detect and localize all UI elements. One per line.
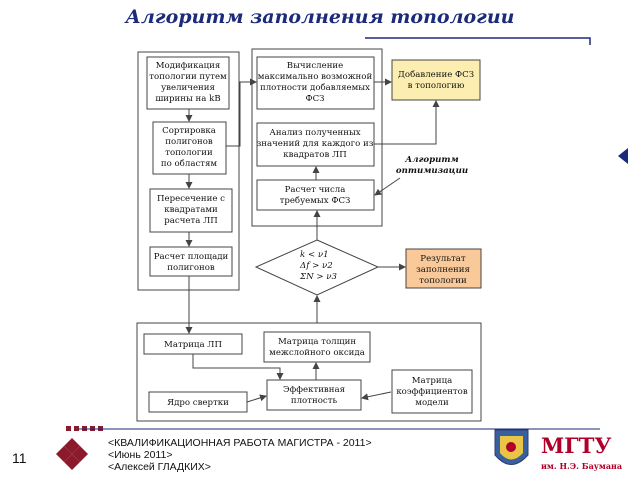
slide-title: Алгоритм заполнения топологии: [125, 6, 515, 28]
modification-line: ширины на kB: [155, 94, 220, 104]
footer-line-3: <Алексей ГЛАДКИХ>: [108, 461, 211, 473]
box-result: [405, 248, 482, 289]
coef-line: коэффициентов: [396, 387, 468, 397]
annot-line: оптимизации: [396, 166, 468, 176]
decision-line: k < ν1: [300, 250, 329, 260]
kernel-line: Ядро свертки: [167, 398, 229, 408]
maxdens-line: максимально возможной: [258, 72, 373, 82]
count-line: требуемых ФСЗ: [280, 195, 351, 206]
analysis-line: квадратов ЛП: [283, 150, 347, 160]
sorting-line: по областям: [161, 158, 218, 169]
modification-line: топологии путем: [149, 72, 227, 82]
matlp-line: Матрица ЛП: [164, 340, 222, 350]
box-max-density: [256, 56, 375, 110]
coef-line: модели: [415, 398, 449, 408]
university-subtitle: им. Н.Э. Баумана: [541, 461, 623, 471]
box-coef-matrix: [391, 369, 473, 414]
result-line: заполнения: [416, 265, 470, 275]
sorting-line: полигонов: [165, 137, 213, 147]
group-density-model: [136, 322, 482, 422]
box-conv-kernel-text: Ядро свертки: [167, 398, 229, 408]
count-line: Расчет числа: [285, 185, 346, 195]
box-count-calc: [256, 179, 375, 211]
area-line: Расчет площади: [154, 252, 229, 262]
eff-line: плотность: [291, 396, 338, 406]
intersection-line: Пересечение с: [157, 194, 225, 204]
thick-line: межслойного оксида: [269, 348, 365, 358]
side-pointer-icon: [618, 148, 628, 164]
footer-line-2: <Июнь 2011>: [108, 449, 173, 461]
box-intersection: [149, 188, 233, 233]
sorting-line: Сортировка: [162, 126, 216, 136]
footer-line-1: <КВАЛИФИКАЦИОННАЯ РАБОТА МАГИСТРА - 2011…: [108, 437, 372, 449]
analysis-line: Анализ полученных: [269, 128, 360, 138]
arrow-sort-to-density: [226, 78, 257, 147]
result-line: топологии: [419, 276, 467, 286]
maxdens-line: Вычисление: [287, 61, 343, 71]
box-eff-density: [266, 379, 362, 411]
eff-line: Эффективная: [283, 385, 345, 395]
modification-line: Модификация: [156, 61, 221, 71]
sorting-line: топологии: [165, 148, 213, 158]
annot-line: Алгоритм: [404, 155, 458, 165]
box-thickness-matrix: [263, 331, 371, 363]
box-area-calc: [149, 246, 233, 277]
university-name: МГТУ: [541, 433, 612, 458]
arrow-kernel-to-eff: [246, 394, 267, 403]
add-line: в топологию: [408, 81, 465, 91]
arrow-coef-to-eff: [361, 391, 392, 401]
coef-line: Матрица: [412, 376, 453, 386]
arrow-annotation-to-count: [374, 177, 401, 196]
result-line: Результат: [420, 254, 466, 264]
box-analysis: [256, 122, 375, 167]
decision-line: ΣN > ν3: [299, 272, 337, 282]
header-decor-line: [365, 37, 591, 45]
maxdens-line: плотности добавляемых: [260, 82, 370, 93]
page-number: 11: [12, 450, 27, 466]
box-sorting: [152, 121, 227, 175]
thick-line: Матрица толщин: [278, 337, 356, 347]
intersection-line: квадратами: [164, 205, 218, 215]
arrow-analysis-to-add: [374, 100, 440, 145]
box-matrix-lp-text: Матрица ЛП: [164, 340, 222, 350]
decision-line: Δf > ν2: [299, 261, 333, 271]
area-line: полигонов: [167, 263, 215, 273]
maxdens-line: ФСЗ: [305, 94, 324, 104]
arrow-matrix-to-eff: [192, 354, 284, 380]
modification-line: увеличения: [161, 83, 215, 93]
add-line: Добавление ФСЗ: [398, 69, 474, 80]
analysis-line: значений для каждого из: [257, 139, 374, 149]
intersection-line: расчета ЛП: [164, 216, 218, 226]
box-add-fsz: [391, 59, 481, 101]
footer-pattern-icon: [56, 426, 103, 470]
university-crest-icon: [494, 429, 529, 465]
box-modification: [146, 56, 230, 110]
